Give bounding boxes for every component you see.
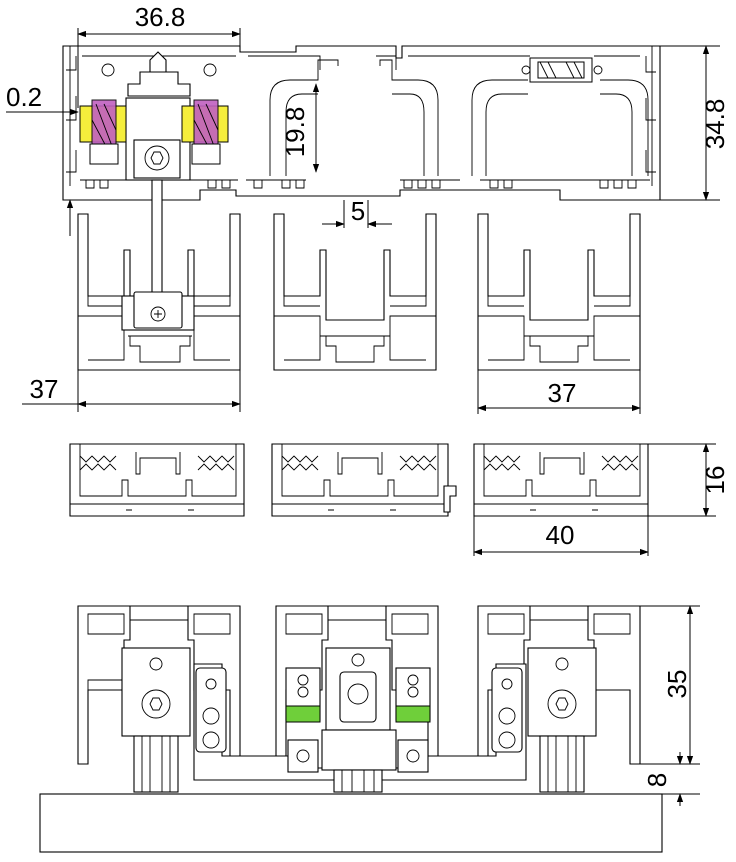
tolerance-label: 0.2 xyxy=(6,82,42,112)
bottom-assembly xyxy=(39,605,663,853)
cover-strip-middle xyxy=(271,443,457,517)
side-clip-right xyxy=(491,667,523,753)
hex-socket-bolt-icon xyxy=(144,145,170,171)
assembly-height-label: 35 xyxy=(662,670,692,699)
green-clip-left xyxy=(285,667,321,773)
width-label-36-8: 36.8 xyxy=(135,2,186,32)
track-clip-insert xyxy=(521,57,603,83)
sash-profile-right xyxy=(477,213,641,371)
dimension-strip-width: 40 xyxy=(473,516,649,556)
cover-strip-left xyxy=(69,443,245,517)
yellow-clamp-left xyxy=(79,99,127,165)
dimension-strip-height: 16 xyxy=(648,443,730,517)
dimension-sash-left-width: 37 xyxy=(22,370,241,412)
dimension-base-gap: 8 xyxy=(642,752,700,806)
cover-strip-right xyxy=(473,443,649,517)
strip-width-label: 40 xyxy=(546,520,575,550)
dimension-top-width: 36.8 xyxy=(77,2,241,108)
dimension-sash-right-width: 37 xyxy=(477,370,641,414)
dimension-tolerance: 0.2 xyxy=(6,82,79,236)
sash-profile-left xyxy=(77,213,241,371)
top-carriage xyxy=(79,51,229,297)
height-label-34-8: 34.8 xyxy=(700,99,730,150)
base-board xyxy=(39,793,663,853)
green-clip-right xyxy=(395,667,431,773)
roller-block-left xyxy=(121,647,191,793)
sash-profile-middle xyxy=(273,213,437,371)
dimension-assembly-height: 35 xyxy=(640,605,700,765)
sash-right-width-label: 37 xyxy=(548,378,577,408)
roller-block-right xyxy=(527,647,597,793)
dimension-gap: 5 xyxy=(322,196,392,228)
inner-height-label: 19.8 xyxy=(280,107,310,158)
track-teeth xyxy=(85,180,637,189)
roller-block-center xyxy=(321,647,397,793)
dimension-inner-height: 19.8 xyxy=(280,83,320,173)
gap-label: 5 xyxy=(351,196,365,226)
dimension-top-height: 34.8 xyxy=(660,45,730,201)
sash-left-width-label: 37 xyxy=(30,374,59,404)
base-gap-label: 8 xyxy=(642,773,672,787)
yellow-clamp-right xyxy=(181,99,229,165)
sash-screw-icon xyxy=(150,306,166,322)
side-clip-left xyxy=(195,667,227,753)
strip-height-label: 16 xyxy=(700,466,730,495)
